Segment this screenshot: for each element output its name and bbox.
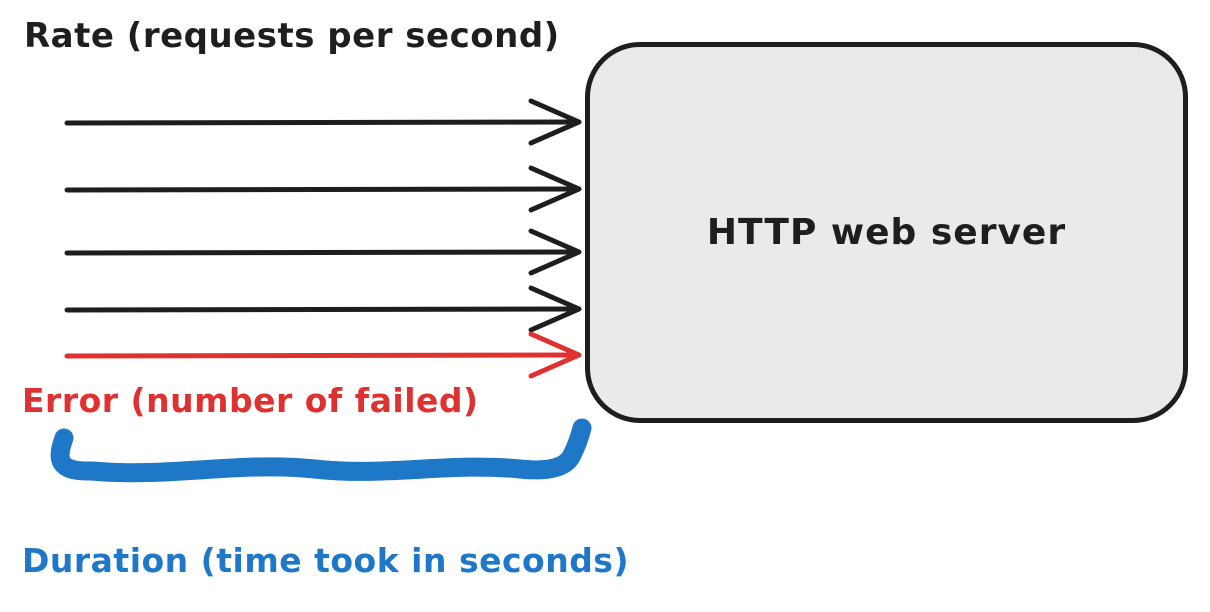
- http-server-box: HTTP web server: [585, 42, 1188, 423]
- request-arrow: [64, 228, 582, 276]
- request-arrow: [64, 285, 582, 333]
- request-arrow: [64, 98, 582, 146]
- error-label: Error (number of failed): [22, 381, 479, 420]
- rate-label: Rate (requests per second): [24, 16, 560, 56]
- http-server-label: HTTP web server: [706, 212, 1067, 253]
- error-arrow: [64, 331, 582, 379]
- request-arrow: [64, 165, 582, 213]
- duration-label: Duration (time took in seconds): [22, 541, 630, 580]
